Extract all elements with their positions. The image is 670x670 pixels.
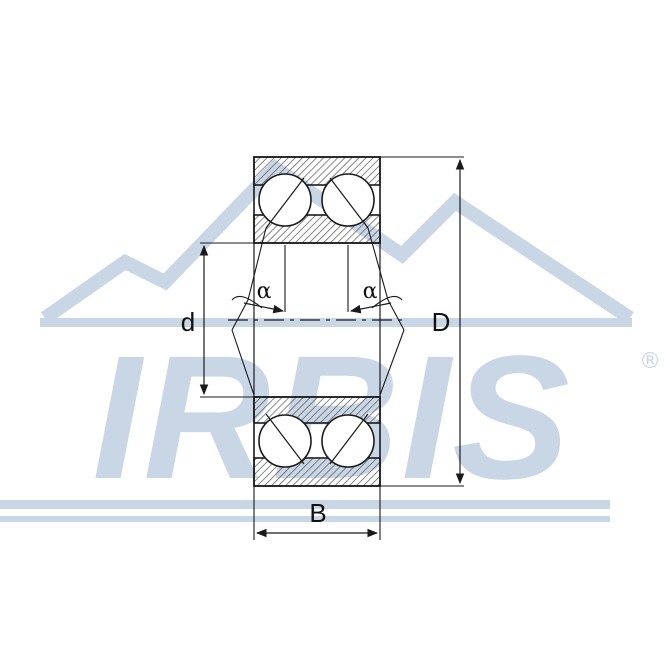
bearing-top-half bbox=[253, 156, 381, 244]
watermark-band-top bbox=[40, 318, 632, 327]
inner-diameter-label: d bbox=[181, 307, 195, 337]
outer-diameter-label: D bbox=[432, 307, 451, 337]
watermark-band-bottom-2 bbox=[0, 516, 610, 522]
ball-top-right bbox=[321, 173, 375, 227]
alpha-arrow-left bbox=[243, 302, 285, 314]
bearing-bottom-half bbox=[253, 396, 381, 487]
contact-angle-construction bbox=[231, 227, 405, 396]
bearing-cross-section bbox=[199, 156, 465, 540]
ball-top-left bbox=[258, 173, 312, 227]
width-label: B bbox=[309, 498, 326, 528]
contact-line-top-right bbox=[329, 177, 369, 229]
watermark-band-bottom-1 bbox=[0, 500, 610, 509]
alpha-arrow-right bbox=[349, 302, 392, 314]
contact-line-top-left bbox=[265, 177, 305, 229]
ball-bottom-left bbox=[258, 414, 312, 468]
contact-line-bottom-right bbox=[329, 413, 369, 465]
contact-line-bottom-left bbox=[265, 413, 305, 465]
alpha-label-right: α bbox=[363, 279, 378, 304]
watermark-registered-mark: ® bbox=[639, 349, 661, 374]
alpha-label-left: α bbox=[257, 279, 272, 304]
